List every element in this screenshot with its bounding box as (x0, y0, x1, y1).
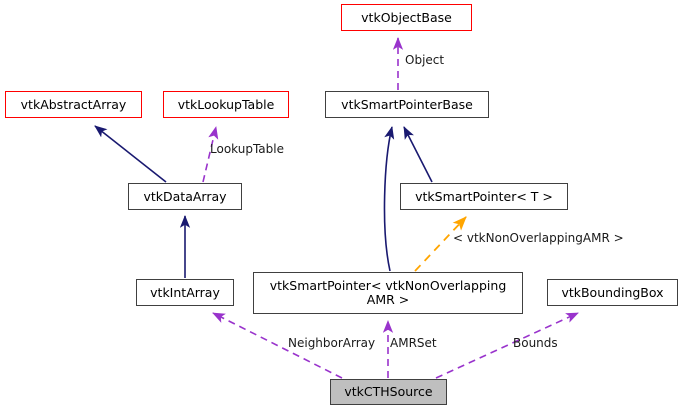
node-vtksmartpointer-t[interactable]: vtkSmartPointer< T > (400, 183, 568, 210)
edge-label-amrset: AMRSet (390, 336, 437, 350)
edge-label-neighborarray: NeighborArray (288, 336, 376, 350)
node-label: vtkDataArray (143, 188, 227, 204)
edge-label-lookuptable: LookupTable (210, 142, 284, 156)
node-label: vtkObjectBase (361, 9, 452, 25)
node-vtkabstractarray[interactable]: vtkAbstractArray (5, 91, 142, 118)
node-label: vtkCTHSource (344, 384, 433, 399)
node-vtkcthsource[interactable]: vtkCTHSource (330, 379, 447, 405)
node-label: vtkBoundingBox (561, 284, 664, 300)
node-vtkdataarray[interactable]: vtkDataArray (128, 183, 242, 210)
node-vtklookuptable[interactable]: vtkLookupTable (163, 91, 289, 118)
node-label: vtkSmartPointer< T > (415, 188, 553, 204)
edge-smartpointert-to-smartpointerbase (403, 126, 433, 183)
node-vtkobjectbase[interactable]: vtkObjectBase (341, 4, 472, 31)
node-label: vtkAbstractArray (20, 96, 127, 112)
edge-dataarray-to-abstractarray (94, 125, 167, 183)
edge-label-bounds: Bounds (513, 336, 558, 350)
node-vtkintarray[interactable]: vtkIntArray (136, 279, 234, 306)
node-vtksmartpointerbase[interactable]: vtkSmartPointerBase (325, 91, 489, 118)
node-label: vtkSmartPointerBase (341, 96, 473, 112)
edge-label-nonoverlappingamr: < vtkNonOverlappingAMR > (453, 231, 624, 245)
edge-label-object: Object (405, 53, 445, 67)
node-vtkboundingbox[interactable]: vtkBoundingBox (547, 279, 678, 306)
node-label: vtkLookupTable (177, 96, 275, 112)
node-label: vtkSmartPointer< vtkNonOverlapping AMR > (269, 278, 507, 307)
edge-smartpointeramr-to-smartpointerbase (383, 126, 395, 272)
node-label: vtkIntArray (150, 284, 220, 300)
node-vtksmartpointer-vtknonoverlappingamr[interactable]: vtkSmartPointer< vtkNonOverlapping AMR > (253, 272, 523, 314)
